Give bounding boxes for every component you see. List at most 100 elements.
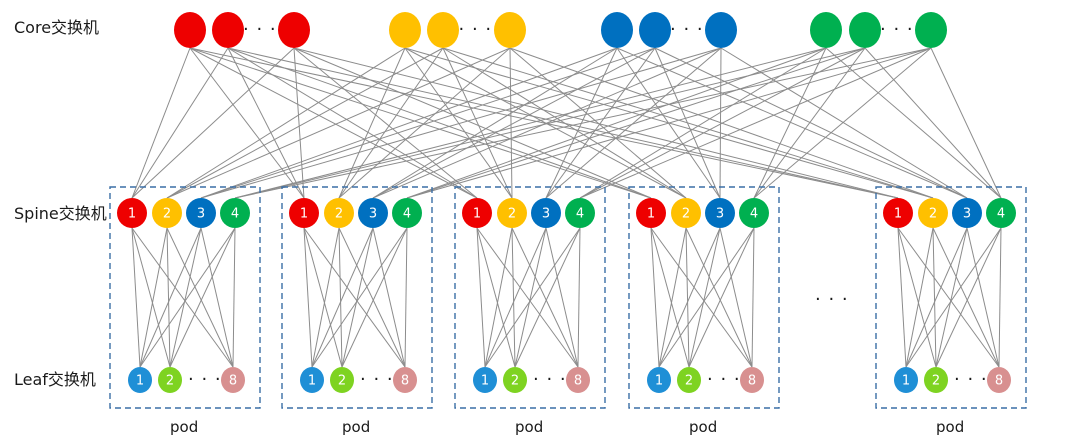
- core-spine-link: [131, 47, 191, 199]
- core-spine-link: [338, 47, 406, 199]
- leaf-switch-node: [158, 367, 182, 393]
- spine-switch-number: 2: [929, 207, 937, 222]
- spine-switch-node: [462, 198, 492, 228]
- core-spine-link: [227, 47, 478, 199]
- core-switch-node: [849, 12, 881, 48]
- leaf-switch-node: [503, 367, 527, 393]
- leaf-switch-node: [393, 367, 417, 393]
- spine-leaf-link: [166, 227, 171, 368]
- spine-leaf-link: [139, 227, 202, 368]
- core-ellipsis: · · ·: [459, 19, 493, 40]
- spine-leaf-link: [650, 227, 690, 368]
- leaf-switch-node: [924, 367, 948, 393]
- leaf-switch-number: 1: [655, 374, 663, 389]
- pod-box: [109, 186, 261, 409]
- core-spine-link: [753, 47, 932, 199]
- core-spine-link: [753, 47, 866, 199]
- spine-switch-number: 3: [963, 207, 971, 222]
- spine-leaf-link: [905, 227, 968, 368]
- core-spine-link: [930, 47, 1002, 199]
- core-switch-layer: · · ·· · ·· · ·· · ·: [174, 12, 947, 48]
- leaf-ellipsis: · · ·: [707, 369, 741, 390]
- spine-leaf-link: [658, 227, 721, 368]
- core-spine-link: [234, 47, 866, 199]
- core-spine-link: [579, 47, 827, 199]
- spine-switch-node: [565, 198, 595, 228]
- spine-switch-number: 4: [750, 207, 758, 222]
- spine-leaf-link: [169, 227, 202, 368]
- core-spine-link: [234, 47, 827, 199]
- leaf-switch-number: 2: [932, 374, 940, 389]
- leaf-layer-label: Leaf交换机: [14, 370, 96, 389]
- spine-leaf-link: [338, 227, 343, 368]
- spine-leaf-link: [338, 227, 406, 368]
- core-spine-link: [720, 47, 968, 199]
- core-spine-link: [579, 47, 866, 199]
- spine-switch-node: [497, 198, 527, 228]
- core-spine-link: [654, 47, 721, 199]
- leaf-switch-number: 2: [511, 374, 519, 389]
- spine-switch-number: 1: [300, 207, 308, 222]
- spine-leaf-link: [935, 227, 1002, 368]
- spine-leaf-link: [905, 227, 934, 368]
- spine-switch-number: 4: [231, 207, 239, 222]
- spine-switch-number: 2: [508, 207, 516, 222]
- core-switch-node: [810, 12, 842, 48]
- leaf-switch-node: [647, 367, 671, 393]
- leaf-switch-number: 1: [136, 374, 144, 389]
- spine-switch-number: 1: [473, 207, 481, 222]
- spine-leaf-link: [751, 227, 755, 368]
- spine-leaf-link: [966, 227, 1000, 368]
- core-spine-link: [131, 47, 229, 199]
- spine-switch-number: 1: [128, 207, 136, 222]
- core-spine-link: [442, 47, 687, 199]
- spine-leaf-link: [650, 227, 660, 368]
- spine-leaf-link: [166, 227, 234, 368]
- core-spine-link: [200, 47, 722, 199]
- core-ellipsis: · · ·: [880, 19, 914, 40]
- spine-switch-node: [358, 198, 388, 228]
- spine-leaf-link: [514, 227, 547, 368]
- spine-leaf-link: [514, 227, 581, 368]
- spine-switch-node: [117, 198, 147, 228]
- core-spine-link: [406, 47, 866, 199]
- core-spine-link: [372, 47, 656, 199]
- core-ellipsis: · · ·: [243, 19, 277, 40]
- pod-box: [454, 186, 606, 409]
- core-spine-link: [579, 47, 932, 199]
- more-pods-ellipsis: · · ·: [815, 289, 849, 310]
- core-spine-link: [825, 47, 1002, 199]
- core-spine-link: [372, 47, 722, 199]
- spine-leaf-link: [577, 227, 581, 368]
- spine-switch-node: [739, 198, 769, 228]
- core-spine-link: [189, 47, 305, 199]
- spine-switch-number: 3: [716, 207, 724, 222]
- core-spine-link: [509, 47, 687, 199]
- spine-leaf-link: [932, 227, 1000, 368]
- spine-leaf-link: [511, 227, 579, 368]
- leaf-switch-number: 8: [748, 374, 756, 389]
- spine-leaf-link: [545, 227, 579, 368]
- spine-leaf-link: [688, 227, 755, 368]
- leaf-switch-node: [566, 367, 590, 393]
- spine-leaf-link: [658, 227, 755, 368]
- core-spine-link: [293, 47, 478, 199]
- core-switch-node: [639, 12, 671, 48]
- spine-switch-node: [671, 198, 701, 228]
- spine-switch-node: [186, 198, 216, 228]
- core-spine-link: [227, 47, 305, 199]
- spine-leaf-link: [131, 227, 141, 368]
- leaf-switch-node: [300, 367, 324, 393]
- spine-leaf-link: [404, 227, 408, 368]
- spine-switch-node: [986, 198, 1016, 228]
- spine-switch-node: [324, 198, 354, 228]
- spine-switch-number: 4: [997, 207, 1005, 222]
- core-spine-link: [509, 47, 513, 199]
- spine-leaf-link: [685, 227, 690, 368]
- spine-switch-node: [152, 198, 182, 228]
- core-spine-link: [189, 47, 478, 199]
- core-switch-node: [601, 12, 633, 48]
- spine-leaf-link: [511, 227, 516, 368]
